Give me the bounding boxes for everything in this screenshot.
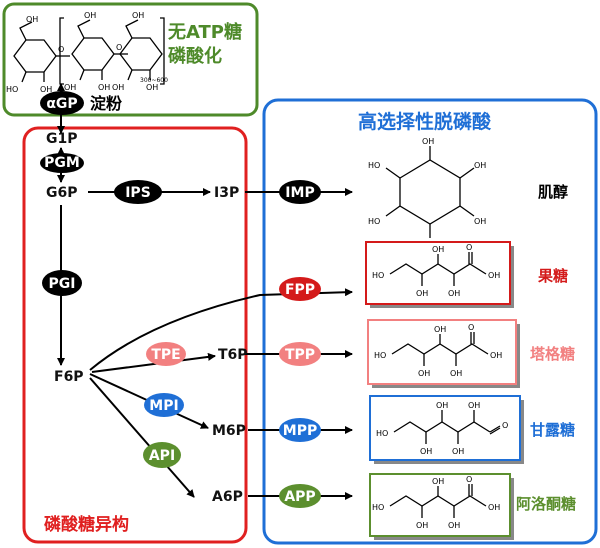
mannose-structure: HO OH OH OH OH O [369, 395, 524, 464]
svg-text:OH: OH [420, 447, 432, 456]
svg-text:APP: APP [284, 489, 315, 505]
svg-text:O: O [466, 475, 472, 484]
svg-text:OH: OH [418, 369, 430, 378]
svg-text:HO: HO [6, 85, 18, 94]
starch-box [2, 2, 259, 117]
enzyme-ips: IPS [114, 180, 162, 204]
enzyme-pgi: PGI [42, 270, 82, 296]
metabolite-g1p: G1P [46, 131, 78, 147]
svg-text:HO: HO [372, 503, 384, 512]
svg-text:O: O [58, 45, 64, 54]
svg-text:TPP: TPP [285, 347, 315, 363]
svg-text:OH: OH [98, 83, 110, 92]
dephosphorylation-box [262, 98, 598, 545]
enzyme-imp: IMP [279, 180, 321, 204]
allulose-structure: HO OH OH OH O OH [369, 473, 514, 540]
svg-text:O: O [116, 43, 122, 52]
svg-text:HO: HO [368, 161, 380, 170]
svg-text:FPP: FPP [285, 282, 315, 298]
svg-text:OH: OH [488, 503, 500, 512]
enzyme-pgm: PGM [40, 153, 84, 173]
enzyme-fpp: FPP [279, 277, 321, 301]
metabolite-g6p: G6P [46, 185, 78, 201]
svg-text:OH: OH [64, 83, 76, 92]
svg-text:OH: OH [448, 521, 460, 530]
svg-text:IMP: IMP [285, 185, 314, 201]
svg-text:αGP: αGP [46, 96, 77, 112]
enzyme-app: APP [279, 484, 321, 508]
svg-text:O: O [466, 243, 472, 252]
enzyme-mpi: MPI [144, 393, 184, 417]
tagatose-structure: HO OH OH OH O OH [367, 319, 520, 388]
svg-text:OH: OH [416, 521, 428, 530]
svg-text:O: O [502, 421, 508, 430]
svg-text:OH: OH [432, 245, 444, 254]
metabolite-f6p: F6P [54, 369, 84, 385]
svg-text:TPE: TPE [151, 347, 180, 363]
svg-text:OH: OH [474, 217, 486, 226]
isomerization-box [22, 126, 248, 544]
svg-text:PGI: PGI [49, 276, 76, 292]
product-tagatose: 塔格糖 [530, 345, 575, 363]
svg-text:OH: OH [468, 401, 480, 410]
product-allulose: 阿洛酮糖 [516, 495, 576, 513]
svg-text:OH: OH [488, 271, 500, 280]
svg-text:O: O [468, 323, 474, 332]
svg-text:OH: OH [26, 15, 38, 24]
svg-text:HO: HO [376, 429, 388, 438]
product-inositol: 肌醇 [538, 183, 568, 201]
svg-text:OH: OH [490, 351, 502, 360]
starch-structure: OH OH OH OH OH OH HO OH OH O O 300~600 [6, 11, 168, 94]
svg-text:PGM: PGM [44, 155, 80, 171]
no-atp-label-line1: 无ATP糖 [168, 21, 242, 43]
enzyme-mpp: MPP [279, 418, 321, 442]
svg-text:OH: OH [132, 11, 144, 20]
enzyme-api: API [143, 442, 181, 468]
svg-text:HO: HO [372, 271, 384, 280]
fructose-structure: HO OH OH OH O OH [365, 241, 514, 308]
metabolite-m6p: M6P [212, 423, 246, 439]
inositol-structure: HO OH OH OH OH HO [368, 137, 486, 250]
svg-text:OH: OH [434, 325, 446, 334]
svg-text:OH: OH [84, 11, 96, 20]
isomerization-title: 磷酸糖异构 [44, 514, 129, 535]
metabolite-t6p: T6P [218, 347, 248, 363]
svg-text:OH: OH [112, 83, 124, 92]
no-atp-label-line2: 磷酸化 [168, 45, 222, 67]
svg-text:OH: OH [450, 369, 462, 378]
svg-text:OH: OH [422, 137, 434, 146]
svg-text:OH: OH [416, 289, 428, 298]
enzyme-tpp: TPP [279, 342, 321, 366]
svg-text:OH: OH [436, 401, 448, 410]
svg-text:IPS: IPS [125, 185, 151, 201]
svg-text:OH: OH [146, 83, 158, 92]
product-mannose: 甘露糖 [530, 421, 575, 439]
starch-label: 淀粉 [90, 94, 122, 113]
metabolite-a6p: A6P [212, 489, 243, 505]
svg-text:OH: OH [40, 85, 52, 94]
svg-text:OH: OH [432, 477, 444, 486]
enzyme-agp: αGP [40, 91, 84, 115]
svg-text:MPP: MPP [283, 423, 317, 439]
svg-text:HO: HO [374, 351, 386, 360]
metabolite-i3p: I3P [214, 185, 239, 201]
chain-length-subscript: 300~600 [140, 77, 168, 84]
svg-text:OH: OH [474, 161, 486, 170]
enzyme-tpe: TPE [146, 342, 186, 366]
product-fructose: 果糖 [537, 267, 568, 285]
svg-text:OH: OH [448, 289, 460, 298]
dephosphorylation-title: 高选择性脱磷酸 [358, 110, 492, 133]
svg-text:API: API [149, 448, 175, 464]
svg-text:OH: OH [452, 447, 464, 456]
svg-text:HO: HO [368, 217, 380, 226]
svg-text:MPI: MPI [149, 398, 178, 414]
